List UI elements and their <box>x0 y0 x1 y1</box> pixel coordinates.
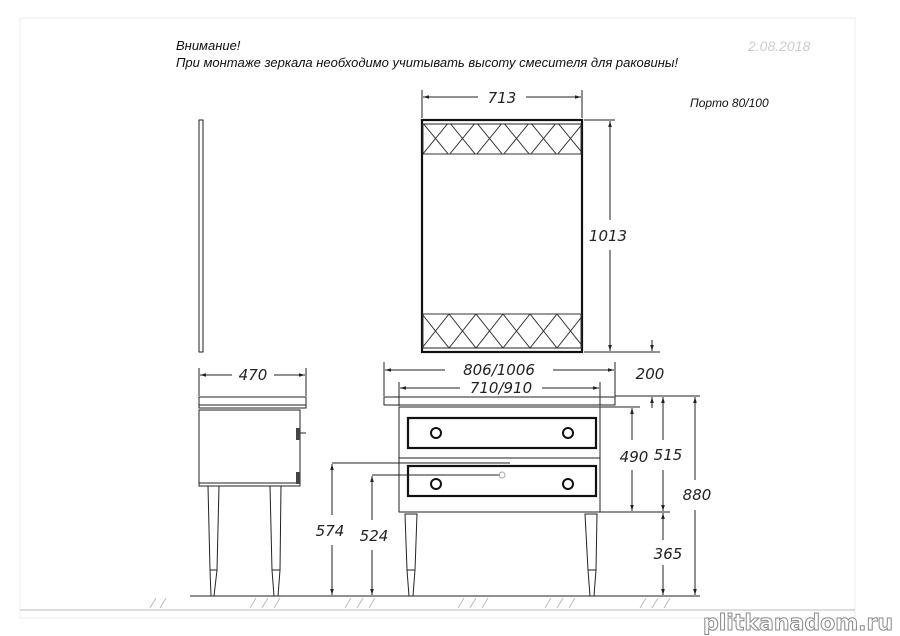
cabinet-front-view <box>383 396 616 597</box>
dim-body-height: 490 <box>620 448 649 466</box>
drawer-bottom <box>406 464 598 498</box>
dim-body-width: 710/910 <box>470 379 532 397</box>
dim-depth: 470 <box>239 366 268 384</box>
dim-leg-height: 365 <box>654 545 683 563</box>
drawer-top <box>406 416 598 450</box>
dim-pipe-height-2: 524 <box>360 527 389 545</box>
dim-mirror-gap: 200 <box>636 365 665 383</box>
date-label: 2.08.2018 <box>747 38 810 54</box>
dim-pipe-height-1: 574 <box>316 522 345 540</box>
knob-icons <box>430 427 574 490</box>
dim-mirror-width: 713 <box>488 89 517 107</box>
watermark: plitkanadom.ru <box>703 611 893 636</box>
dim-cabinet-height: 515 <box>654 446 683 464</box>
page-frame <box>19 17 856 619</box>
model-label: Порто 80/100 <box>690 96 769 110</box>
dim-top-width: 806/1006 <box>463 361 535 379</box>
warning-text: При монтаже зеркала необходимо учитывать… <box>176 55 678 70</box>
floor-line <box>20 595 855 611</box>
cabinet-side-view <box>198 396 307 597</box>
mirror-front-view <box>420 118 584 354</box>
warning-title: Внимание! <box>176 38 241 53</box>
mirror-side-view <box>198 119 204 353</box>
dim-total-height: 880 <box>683 486 712 504</box>
dim-mirror-height: 1013 <box>589 227 627 245</box>
